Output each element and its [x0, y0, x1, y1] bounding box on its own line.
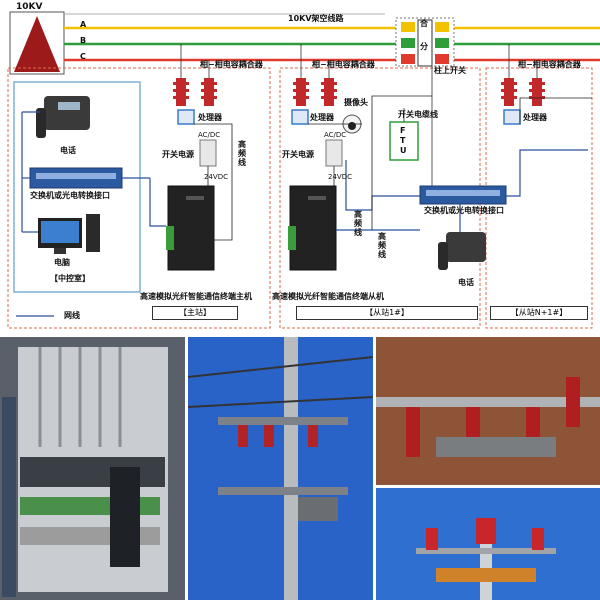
processor-label-slaveN: 处理器: [523, 113, 547, 122]
computer-icon: [38, 214, 100, 254]
power-label-main: 开关电源: [162, 150, 194, 159]
hf-line-label-main: 高频线: [238, 140, 246, 167]
processor-label-slave: 处理器: [310, 113, 334, 122]
slave-device-icon: [288, 185, 337, 271]
coupler-label-slave: 相−相电容耦合器: [312, 60, 375, 69]
switch-icon-slave: [419, 185, 507, 205]
ftu-box: [389, 121, 419, 161]
power-label-slave: 开关电源: [282, 150, 314, 159]
phase-a-label: A: [80, 20, 87, 29]
main-station-frame: [7, 67, 271, 329]
control-room-label: 【中控室】: [50, 274, 90, 283]
power-supply-slave-icon: [325, 139, 343, 167]
phone-icon-slave: [438, 232, 486, 270]
communication-diagram: 10KV A B C 10KV架空线路 合 分 柱上开关 相−相电容耦合器 相−…: [7, 2, 600, 329]
phone-icon-main: [36, 96, 90, 138]
diagram-svg: [7, 11, 600, 329]
phone-label-main: 电话: [60, 146, 76, 155]
camera-label: 摄像头: [344, 98, 368, 107]
slave-label: 高速模拟光纤智能通信终端从机: [272, 292, 384, 301]
pole-photo: [188, 337, 373, 600]
switch-label-main: 交换机或光电转换接口: [30, 191, 110, 200]
open-label: 分: [420, 42, 428, 51]
hf-line-label-slave-1: 高频线: [354, 210, 362, 237]
host-device-icon: [166, 185, 215, 271]
acdc-label-main: AC/DC: [198, 131, 221, 139]
pole-switch-label: 柱上开关: [434, 66, 466, 75]
dc24-label-main: 24VDC: [204, 173, 228, 181]
switch-icon-main: [29, 167, 123, 189]
hf-line-label-slave-2: 高频线: [378, 232, 386, 259]
insulator-icons: [173, 78, 545, 106]
ftu-u: U: [400, 146, 407, 155]
insulator-photo-2: [376, 488, 600, 600]
power-supply-main-icon: [199, 139, 217, 167]
switch-label-slave: 交换机或光电转换接口: [424, 206, 504, 215]
cabinet-photo: [0, 337, 185, 600]
line-title: 10KV架空线路: [288, 14, 344, 23]
insulator-photo-1: [376, 337, 600, 485]
host-label: 高速模拟光纤智能通信终端主机: [140, 292, 252, 301]
phase-c-label: C: [80, 52, 86, 61]
computer-label: 电脑: [54, 258, 70, 267]
control-room-frame: [13, 81, 141, 293]
slave-station-name: 【从站1#】: [296, 306, 478, 320]
slaveN-station-name: 【从站N+1#】: [490, 306, 588, 320]
ftu-t: T: [400, 136, 406, 145]
coupler-label-main: 相−相电容耦合器: [200, 60, 263, 69]
coupler-label-slaveN: 相−相电容耦合器: [518, 60, 581, 69]
processor-icons: [177, 109, 521, 125]
pole-switch-icon: [401, 19, 449, 67]
voltage-label: 10KV: [16, 2, 43, 12]
network-line-legend: 网线: [64, 311, 80, 320]
switch-cable-label: 开关电缆线: [398, 110, 438, 119]
phone-label-slave: 电话: [458, 278, 474, 287]
dc24-label-slave: 24VDC: [328, 173, 352, 181]
processor-label-main: 处理器: [198, 113, 222, 122]
phase-b-label: B: [80, 36, 87, 45]
close-label: 合: [420, 19, 428, 28]
voltage-triangle-icon: [14, 16, 60, 72]
ftu-f: F: [400, 126, 406, 135]
main-station-name: 【主站】: [152, 306, 238, 320]
acdc-label-slave: AC/DC: [324, 131, 347, 139]
